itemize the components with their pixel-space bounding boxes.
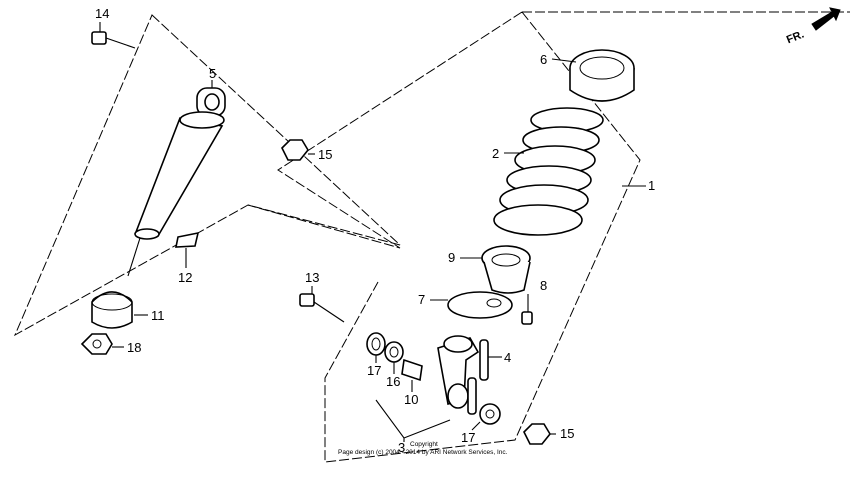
callout-14: 14	[95, 6, 109, 21]
nut-15-upper[interactable]	[281, 139, 315, 161]
coil-spring-2[interactable]	[493, 107, 604, 236]
bushing-17-right[interactable]	[471, 403, 501, 431]
callout-4: 4	[504, 350, 511, 365]
callout-16: 16	[386, 374, 400, 389]
bushing-17-left[interactable]	[366, 332, 386, 363]
callout-9: 9	[448, 250, 455, 265]
callout-5: 5	[209, 66, 216, 81]
copyright-line-2: Page design (c) 2004 - 2014 by ARI Netwo…	[338, 449, 508, 456]
copyright-line-1: Copyright	[410, 441, 438, 448]
callout-10: 10	[404, 392, 418, 407]
shock-assembly-boundary	[13, 14, 401, 337]
nut-18[interactable]	[80, 333, 124, 355]
sleeve-10[interactable]	[401, 358, 423, 392]
spring-assembly-boundary	[247, 11, 850, 463]
bushing-16[interactable]	[384, 341, 404, 374]
callout-6: 6	[540, 52, 547, 67]
callout-11: 11	[151, 308, 165, 323]
washer-7[interactable]	[430, 291, 513, 319]
callout-17-right: 17	[461, 430, 475, 445]
callout-1: 1	[648, 178, 655, 193]
bracket-3	[375, 399, 451, 442]
callout-12: 12	[178, 270, 192, 285]
spring-seat-6[interactable]	[551, 49, 635, 102]
front-direction-label: FR.	[785, 28, 806, 46]
callout-17-left: 17	[367, 363, 381, 378]
front-arrow-icon	[811, 7, 841, 31]
callout-13: 13	[305, 270, 319, 285]
nut-15-lower[interactable]	[523, 423, 556, 445]
label-12[interactable]	[175, 231, 200, 268]
shock-absorber-5[interactable]	[127, 80, 226, 277]
bolt-14[interactable]	[91, 22, 136, 49]
callout-15-upper: 15	[318, 147, 332, 162]
callout-7: 7	[418, 292, 425, 307]
link-arm-4[interactable]	[437, 335, 502, 415]
callout-3: 3	[398, 440, 405, 455]
callout-15-lower: 15	[560, 426, 574, 441]
bump-rubber-11[interactable]	[91, 291, 148, 329]
nut-8[interactable]	[521, 294, 533, 325]
callout-8: 8	[540, 278, 547, 293]
bolt-13[interactable]	[299, 286, 345, 323]
collar-9[interactable]	[460, 245, 531, 294]
callout-18: 18	[127, 340, 141, 355]
callout-2: 2	[492, 146, 499, 161]
